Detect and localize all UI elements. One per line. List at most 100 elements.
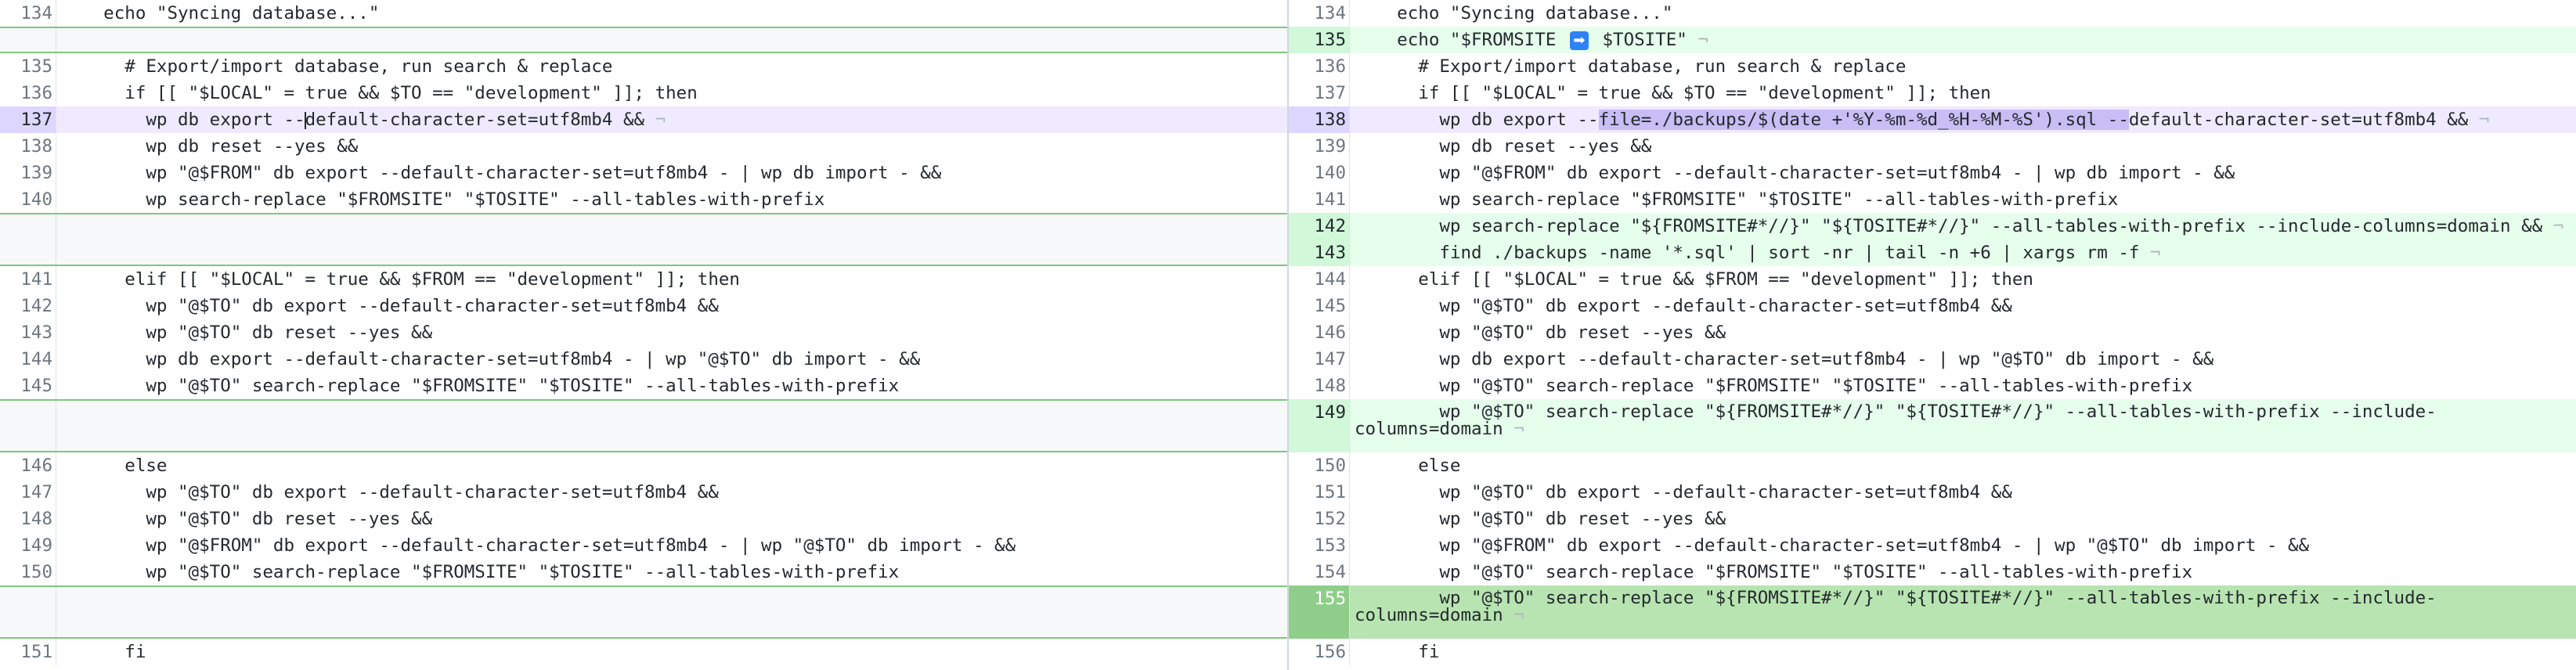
diff-spacer [0, 399, 1287, 452]
line-number[interactable]: 151 [1289, 479, 1350, 506]
code-line: wp db reset --yes && [1355, 136, 1652, 157]
diff-row: 138 wp db reset --yes && [0, 133, 1287, 160]
line-number[interactable]: 144 [0, 346, 56, 373]
line-number[interactable]: 136 [0, 80, 56, 106]
line-number[interactable]: 152 [1289, 506, 1350, 532]
code-line: wp "@$TO" search-replace "$FROMSITE" "$T… [1355, 376, 2193, 396]
diff-row: 137 if [[ "$LOCAL" = true && $TO == "dev… [1289, 80, 2576, 106]
code-line: wp "@$TO" db export --default-character-… [1355, 296, 2012, 316]
diff-row: 144 wp db export --default-character-set… [0, 346, 1287, 373]
diff-row: 135 # Export/import database, run search… [0, 53, 1287, 80]
line-number[interactable]: 144 [1289, 266, 1350, 293]
diff-row: 152 wp "@$TO" db reset --yes && [1289, 506, 2576, 532]
line-number[interactable]: 148 [1289, 373, 1350, 399]
line-number[interactable]: 146 [1289, 319, 1350, 346]
diff-row: 139 wp "@$FROM" db export --default-char… [0, 160, 1287, 186]
code-line: fi [61, 642, 146, 662]
code-line: if [[ "$LOCAL" = true && $TO == "develop… [1355, 83, 1991, 103]
line-number[interactable]: 135 [0, 53, 56, 80]
diff-row: 144 elif [[ "$LOCAL" = true && $FROM == … [1289, 266, 2576, 293]
line-number[interactable]: 136 [1289, 53, 1350, 80]
code-line: wp "@$TO" db reset --yes && [61, 322, 433, 343]
line-number[interactable]: 149 [0, 532, 56, 559]
diff-row: 145 wp "@$TO" search-replace "$FROMSITE"… [0, 373, 1287, 399]
line-number[interactable]: 137 [1289, 80, 1350, 106]
code-line: wp "@$TO" db reset --yes && [1355, 509, 1726, 529]
inline-change-highlight: file=./backups/$(date +'%Y-%m-%d_%H-%M-%… [1598, 110, 2129, 130]
diff-spacer [0, 585, 1287, 639]
code-line: if [[ "$LOCAL" = true && $TO == "develop… [61, 83, 698, 103]
diff-row: 151 fi [0, 639, 1287, 665]
line-number[interactable]: 143 [1289, 240, 1350, 266]
line-number[interactable]: 134 [0, 0, 56, 27]
code-line: wp "@$TO" search-replace "$FROMSITE" "$T… [61, 376, 900, 396]
line-number[interactable]: 153 [1289, 532, 1350, 559]
code-line: elif [[ "$LOCAL" = true && $FROM == "dev… [1355, 269, 2033, 290]
diff-row-added: 143 find ./backups -name '*.sql' | sort … [1289, 240, 2576, 266]
diff-row: 143 wp "@$TO" db reset --yes && [0, 319, 1287, 346]
line-end-marker: ¬ [2149, 243, 2161, 263]
code-line: wp "@$FROM" db export --default-characte… [61, 163, 942, 183]
diff-row: 140 wp search-replace "$FROMSITE" "$TOSI… [0, 186, 1287, 213]
code-line: wp "@$FROM" db export --default-characte… [1355, 535, 2310, 556]
line-number[interactable]: 141 [1289, 186, 1350, 213]
line-number[interactable]: 156 [1289, 639, 1350, 665]
code-line: wp "@$TO" search-replace "$FROMSITE" "$T… [1355, 562, 2193, 582]
diff-row: 146 wp "@$TO" db reset --yes && [1289, 319, 2576, 346]
line-number[interactable]: 145 [0, 373, 56, 399]
diff-row: 147 wp db export --default-character-set… [1289, 346, 2576, 373]
line-number[interactable]: 154 [1289, 559, 1350, 585]
line-number[interactable]: 142 [1289, 213, 1350, 240]
diff-row: 151 wp "@$TO" db export --default-charac… [1289, 479, 2576, 506]
code-line: wp db export --default-character-set=utf… [1355, 349, 2214, 369]
line-number[interactable]: 140 [1289, 160, 1350, 186]
line-number[interactable]: 137 [0, 106, 56, 133]
line-number[interactable]: 140 [0, 186, 56, 213]
line-number[interactable]: 150 [0, 559, 56, 585]
line-number[interactable]: 139 [0, 160, 56, 186]
diff-row: 134 echo "Syncing database..." [1289, 0, 2576, 27]
line-number[interactable]: 147 [0, 479, 56, 506]
diff-row-added: 149 wp "@$TO" search-replace "${FROMSITE… [1289, 399, 2576, 452]
diff-row: 134 echo "Syncing database..." [0, 0, 1287, 27]
line-number[interactable]: 138 [1289, 106, 1350, 133]
line-number[interactable]: 142 [0, 293, 56, 319]
line-end-marker: ¬ [655, 110, 666, 130]
diff-row: 141 wp search-replace "$FROMSITE" "$TOSI… [1289, 186, 2576, 213]
diff-row-added-selected: 155 wp "@$TO" search-replace "${FROMSITE… [1289, 585, 2576, 639]
diff-row: 154 wp "@$TO" search-replace "$FROMSITE"… [1289, 559, 2576, 585]
code-line: wp db export --default-character-set=utf… [61, 349, 921, 369]
code-line: wp search-replace "$FROMSITE" "$TOSITE" … [1355, 189, 2119, 210]
line-number[interactable]: 135 [1289, 27, 1350, 53]
code-line: wp "@$TO" db reset --yes && [1355, 322, 1726, 343]
line-number[interactable]: 151 [0, 639, 56, 665]
line-number[interactable]: 149 [1289, 399, 1350, 452]
code-line: # Export/import database, run search & r… [1355, 56, 1907, 77]
code-line: wp "@$TO" db export --default-character-… [61, 482, 719, 502]
line-end-marker: ¬ [2478, 110, 2490, 130]
line-number[interactable]: 134 [1289, 0, 1350, 27]
line-number[interactable]: 148 [0, 506, 56, 532]
line-number[interactable]: 155 [1289, 585, 1350, 639]
diff-row: 150 wp "@$TO" search-replace "$FROMSITE"… [0, 559, 1287, 585]
code-line: fi [1355, 642, 1440, 662]
line-number[interactable]: 143 [0, 319, 56, 346]
text-cursor [304, 111, 306, 129]
line-number[interactable]: 147 [1289, 346, 1350, 373]
code-line: wp db export --default-character-set=utf… [61, 110, 666, 130]
line-number[interactable]: 150 [1289, 452, 1350, 479]
code-line: wp search-replace "$FROMSITE" "$TOSITE" … [61, 189, 825, 210]
code-line: wp "@$TO" search-replace "$FROMSITE" "$T… [61, 562, 900, 582]
code-line: else [1355, 456, 1461, 476]
line-end-marker: ¬ [1513, 605, 1524, 625]
line-number[interactable]: 145 [1289, 293, 1350, 319]
line-number[interactable]: 139 [1289, 133, 1350, 160]
diff-row: 136 # Export/import database, run search… [1289, 53, 2576, 80]
right-arrow-icon: ➡ [1569, 31, 1589, 50]
code-line: echo "$FROMSITE ➡ $TOSITE" ¬ [1355, 30, 1708, 50]
diff-row-added: 135 echo "$FROMSITE ➡ $TOSITE" ¬ [1289, 27, 2576, 53]
code-line: wp "@$FROM" db export --default-characte… [61, 535, 1016, 556]
line-number[interactable]: 141 [0, 266, 56, 293]
line-number[interactable]: 146 [0, 452, 56, 479]
line-number[interactable]: 138 [0, 133, 56, 160]
